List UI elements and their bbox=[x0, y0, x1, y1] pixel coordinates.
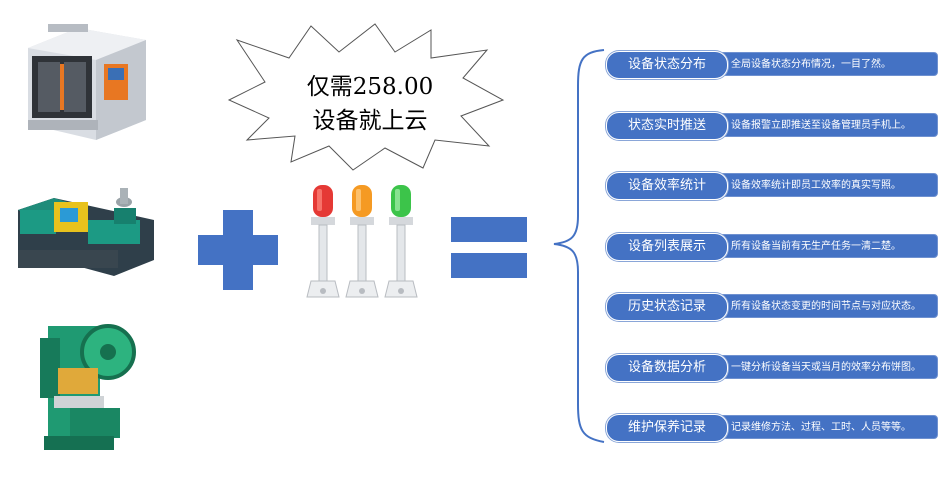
signal-light-orange bbox=[345, 185, 379, 298]
promo-line-2: 设备就上云 bbox=[312, 108, 428, 134]
signal-light-red bbox=[306, 185, 340, 298]
feature-row-device-list: 所有设备当前有无生产任务一清二楚。 设备列表展示 bbox=[606, 233, 938, 261]
feature-row-realtime-push: 设备报警立即推送至设备管理员手机上。 状态实时推送 bbox=[606, 112, 938, 140]
feature-row-status-distribution: 全局设备状态分布情况，一目了然。 设备状态分布 bbox=[606, 51, 938, 79]
curly-brace bbox=[553, 49, 605, 443]
feature-description: 记录维修方法、过程、工时、人员等等。 bbox=[706, 415, 938, 439]
feature-description: 设备报警立即推送至设备管理员手机上。 bbox=[706, 113, 938, 137]
feature-description: 设备效率统计即员工效率的真实写照。 bbox=[706, 173, 938, 197]
feature-description: 所有设备状态变更的时间节点与对应状态。 bbox=[706, 294, 938, 318]
feature-row-efficiency-stats: 设备效率统计即员工效率的真实写照。 设备效率统计 bbox=[606, 172, 938, 200]
feature-label: 设备效率统计 bbox=[606, 172, 728, 200]
feature-label: 历史状态记录 bbox=[606, 293, 728, 321]
feature-row-data-analysis: 一键分析设备当天或当月的效率分布饼图。 设备数据分析 bbox=[606, 354, 938, 382]
promo-line-1: 仅需258.00 bbox=[306, 74, 434, 100]
punch-press-machine-image bbox=[40, 324, 136, 450]
feature-label: 维护保养记录 bbox=[606, 414, 728, 442]
feature-description: 所有设备当前有无生产任务一清二楚。 bbox=[706, 234, 938, 258]
injection-molding-machine-image bbox=[18, 188, 154, 276]
feature-row-maintenance: 记录维修方法、过程、工时、人员等等。 维护保养记录 bbox=[606, 414, 938, 442]
feature-row-history: 所有设备状态变更的时间节点与对应状态。 历史状态记录 bbox=[606, 293, 938, 321]
cnc-machine-image bbox=[28, 24, 146, 140]
feature-label: 设备数据分析 bbox=[606, 354, 728, 382]
feature-label: 状态实时推送 bbox=[606, 112, 728, 140]
feature-label: 设备列表展示 bbox=[606, 233, 728, 261]
signal-light-green bbox=[384, 185, 418, 298]
feature-label: 设备状态分布 bbox=[606, 51, 728, 79]
feature-description: 全局设备状态分布情况，一目了然。 bbox=[706, 52, 938, 76]
feature-description: 一键分析设备当天或当月的效率分布饼图。 bbox=[706, 355, 938, 379]
starburst-callout bbox=[227, 23, 505, 171]
promo-text: 仅需258.00 设备就上云 bbox=[285, 70, 455, 138]
